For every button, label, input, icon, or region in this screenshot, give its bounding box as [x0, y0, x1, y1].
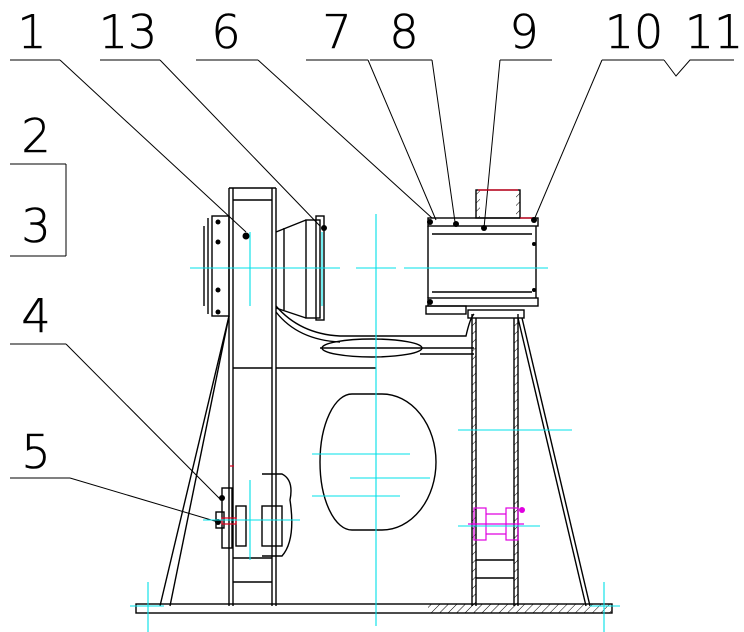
- callout-8: 8: [389, 5, 418, 59]
- callout-5: 5: [21, 425, 50, 479]
- centerlines: [130, 214, 620, 632]
- callout-9: 9: [509, 5, 538, 59]
- callout-13: 13: [99, 5, 158, 59]
- leader-lines: [10, 59, 734, 523]
- lower-shaft: [215, 465, 293, 557]
- callout-11: 11: [685, 5, 744, 59]
- callout-7: 7: [322, 5, 351, 59]
- callout-4: 4: [21, 289, 50, 343]
- callout-1: 1: [17, 5, 46, 59]
- callout-1-marker: [242, 232, 250, 240]
- callout-2: 2: [21, 109, 50, 163]
- callout-3: 3: [21, 199, 50, 253]
- base-plate: [135, 603, 613, 614]
- center-window: [319, 393, 437, 531]
- callout-labels: 1 13 6 7 8 9 10 11 2 3 4 5: [17, 5, 744, 480]
- callout-10: 10: [605, 5, 664, 59]
- callout-6: 6: [211, 5, 240, 59]
- bearing-detail: [468, 507, 525, 541]
- left-frame: [159, 187, 277, 607]
- right-housing: [425, 189, 539, 315]
- right-column: [467, 309, 591, 607]
